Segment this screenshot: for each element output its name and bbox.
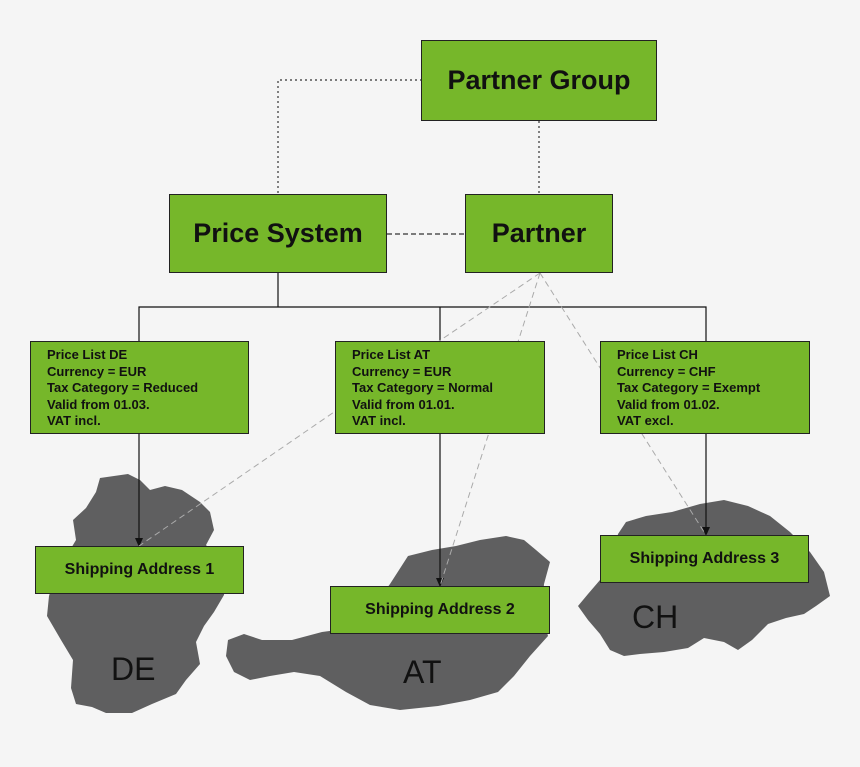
price-list-vat: VAT incl. bbox=[352, 413, 406, 428]
price-list-valid: Valid from 01.02. bbox=[617, 396, 720, 412]
price-list-at-box: Price List AT Currency = EUR Tax Categor… bbox=[335, 341, 545, 434]
arrowhead-ship1 bbox=[135, 538, 143, 547]
shipping-address-2-box: Shipping Address 2 bbox=[330, 586, 550, 634]
price-list-tax: Tax Category = Exempt bbox=[617, 380, 761, 395]
partner-group-box: Partner Group bbox=[421, 40, 657, 121]
price-list-valid: Valid from 01.01. bbox=[352, 396, 455, 412]
price-list-valid: Valid from 01.03. bbox=[47, 396, 150, 412]
price-list-tax: Tax Category = Reduced bbox=[47, 380, 199, 395]
country-label-de: DE bbox=[111, 651, 156, 687]
connector-tree-bar bbox=[138, 306, 707, 341]
price-list-tax: Tax Category = Normal bbox=[352, 380, 494, 395]
price-list-vat: VAT excl. bbox=[617, 413, 674, 428]
price-list-currency: Currency = EUR bbox=[47, 363, 147, 379]
price-list-currency: Currency = CHF bbox=[617, 363, 716, 379]
shipping-address-1-box: Shipping Address 1 bbox=[35, 546, 244, 594]
price-list-name: Price List CH bbox=[617, 347, 698, 362]
price-list-vat: VAT incl. bbox=[47, 413, 101, 428]
price-list-currency: Currency = EUR bbox=[352, 363, 452, 379]
arrowhead-ship3 bbox=[702, 527, 710, 536]
price-list-name: Price List DE bbox=[47, 347, 128, 362]
price-system-box: Price System bbox=[169, 194, 387, 273]
price-list-de-box: Price List DE Currency = EUR Tax Categor… bbox=[30, 341, 249, 434]
price-list-name: Price List AT bbox=[352, 347, 431, 362]
country-label-at: AT bbox=[403, 654, 442, 690]
country-label-ch: CH bbox=[632, 599, 679, 635]
connector-group-to-price-system bbox=[277, 79, 422, 194]
price-list-ch-box: Price List CH Currency = CHF Tax Categor… bbox=[600, 341, 810, 434]
shipping-address-3-box: Shipping Address 3 bbox=[600, 535, 809, 583]
partner-box: Partner bbox=[465, 194, 613, 273]
